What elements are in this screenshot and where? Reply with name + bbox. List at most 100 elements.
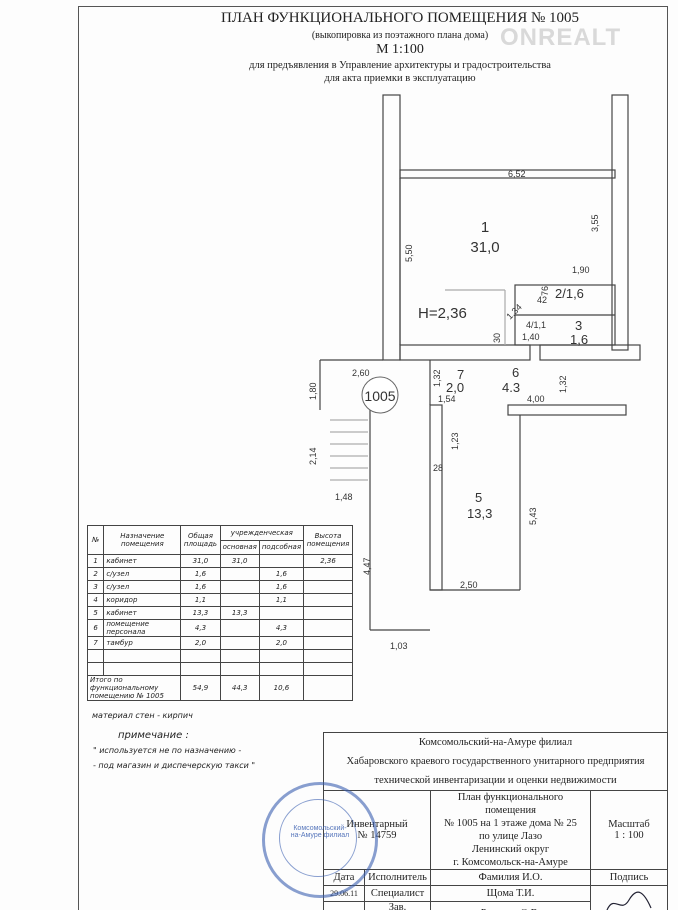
room-5-area: 13,3	[467, 506, 492, 521]
room-1-num: 1	[481, 219, 489, 236]
org-line-1: Комсомольский-на-Амуре филиал	[418, 737, 573, 748]
doc-scale: М 1:100	[376, 42, 424, 57]
total-main: 44,3	[219, 675, 260, 701]
cell-main	[219, 593, 260, 607]
svg-text:1,23: 1,23	[450, 432, 460, 450]
cell-n: 7	[86, 636, 105, 650]
cell-h	[303, 619, 353, 637]
cell-main	[219, 580, 260, 594]
cell-aux: 4,3	[258, 619, 305, 637]
cell-name: с/узел	[103, 567, 182, 581]
table-total-row: Итого по функциональному помещению № 100…	[86, 675, 353, 701]
col-total: Общая площадь	[180, 525, 221, 555]
plan-desc-1: План функционального помещения	[457, 792, 564, 816]
cell-name: тамбур	[103, 636, 182, 650]
official-stamp: Комсомольский-на-Амуре филиал	[262, 782, 378, 898]
cell-main	[219, 619, 260, 637]
stairs	[330, 419, 368, 481]
doc-title: ПЛАН ФУНКЦИОНАЛЬНОГО ПОМЕЩЕНИЯ № 1005	[220, 10, 580, 26]
cell-aux: 1,1	[258, 593, 305, 607]
room-2: 2/1,6	[555, 286, 584, 301]
cell-n: 5	[86, 606, 105, 620]
svg-text:2,50: 2,50	[460, 580, 478, 590]
svg-text:76: 76	[540, 286, 550, 296]
cell-n: 6	[86, 619, 105, 637]
hdr-executor: Исполнитель	[363, 869, 432, 886]
cell-h	[303, 636, 353, 650]
svg-text:1,34: 1,34	[504, 302, 523, 321]
table-row	[86, 662, 353, 676]
cell-total: 13,3	[180, 606, 221, 620]
hdr-signature: Подпись	[590, 869, 668, 886]
cell-name: кабинет	[103, 554, 182, 568]
unit-label: 1005	[364, 388, 395, 404]
room-3-num: 3	[575, 318, 582, 333]
room-areas-table: № Назначение помещения Общая площадь учр…	[86, 525, 353, 701]
room-7-num: 7	[457, 367, 464, 382]
note-line-1: " используется не по назначению -	[93, 746, 242, 755]
room-7-area: 2,0	[446, 380, 464, 395]
cell-h	[303, 580, 353, 594]
room-6-area: 4.3	[502, 380, 520, 395]
col-aux: подсобная	[258, 539, 305, 555]
scale-label: Масштаб	[608, 819, 650, 830]
svg-text:3,55: 3,55	[590, 214, 600, 232]
svg-text:5,43: 5,43	[528, 507, 538, 525]
room-6-num: 6	[512, 365, 519, 380]
cell-aux	[258, 606, 305, 620]
wall-material: материал стен - кирпич	[92, 711, 193, 720]
cell-n: 2	[86, 567, 105, 581]
col-group: учрежденческая	[219, 525, 305, 541]
col-height: Высота помещения	[303, 525, 353, 555]
cell-name: помещение персонала	[103, 619, 182, 637]
doc-purpose-2: для акта приемки в эксплуатацию	[324, 73, 476, 84]
cell-total: 1,6	[180, 580, 221, 594]
svg-text:28: 28	[433, 463, 443, 473]
cell-name: с/узел	[103, 580, 182, 594]
cell-n: 3	[86, 580, 105, 594]
room-3-area: 1,6	[570, 332, 588, 347]
room-1-area: 31,0	[470, 239, 499, 256]
svg-text:2,60: 2,60	[352, 368, 370, 378]
svg-text:1,80: 1,80	[308, 382, 318, 400]
cell-main	[219, 636, 260, 650]
watermark: ONREALT	[500, 24, 622, 51]
table-row	[86, 649, 353, 663]
svg-text:1,32: 1,32	[432, 369, 442, 387]
hdr-name: Фамилия И.О.	[430, 869, 591, 886]
cell-main: 31,0	[219, 554, 260, 568]
row2-name: Рожкова О.В.	[430, 901, 591, 910]
total-aux: 10,6	[258, 675, 305, 701]
cell-total: 1,6	[180, 567, 221, 581]
cell-total: 31,0	[180, 554, 221, 568]
svg-text:2,14: 2,14	[308, 447, 318, 465]
col-num: №	[86, 525, 105, 555]
doc-subtitle: (выкопировка из поэтажного плана дома)	[311, 30, 489, 41]
note-line-2: - под магазин и диспечерскую такси "	[93, 761, 256, 770]
plan-desc-3: по улице Лазо	[478, 831, 543, 842]
cell-n: 4	[86, 593, 105, 607]
svg-text:30: 30	[492, 333, 502, 343]
svg-text:1,40: 1,40	[522, 332, 540, 342]
svg-text:1,48: 1,48	[335, 492, 353, 502]
cell-aux: 1,6	[258, 567, 305, 581]
unit-marker	[361, 376, 399, 414]
plan-desc-4: Ленинский округ	[471, 844, 550, 855]
cell-aux: 2,0	[258, 636, 305, 650]
room-5-num: 5	[475, 490, 482, 505]
cell-name: кабинет	[103, 606, 182, 620]
plan-desc-5: г. Комсомольск-на-Амуре	[453, 857, 568, 868]
col-name: Назначение помещения	[103, 525, 182, 555]
plan-desc-2: № 1005 на 1 этаже дома № 25	[444, 818, 577, 829]
cell-total: 2,0	[180, 636, 221, 650]
svg-text:4,00: 4,00	[527, 394, 545, 404]
cell-name: коридор	[103, 593, 182, 607]
cell-main: 13,3	[219, 606, 260, 620]
